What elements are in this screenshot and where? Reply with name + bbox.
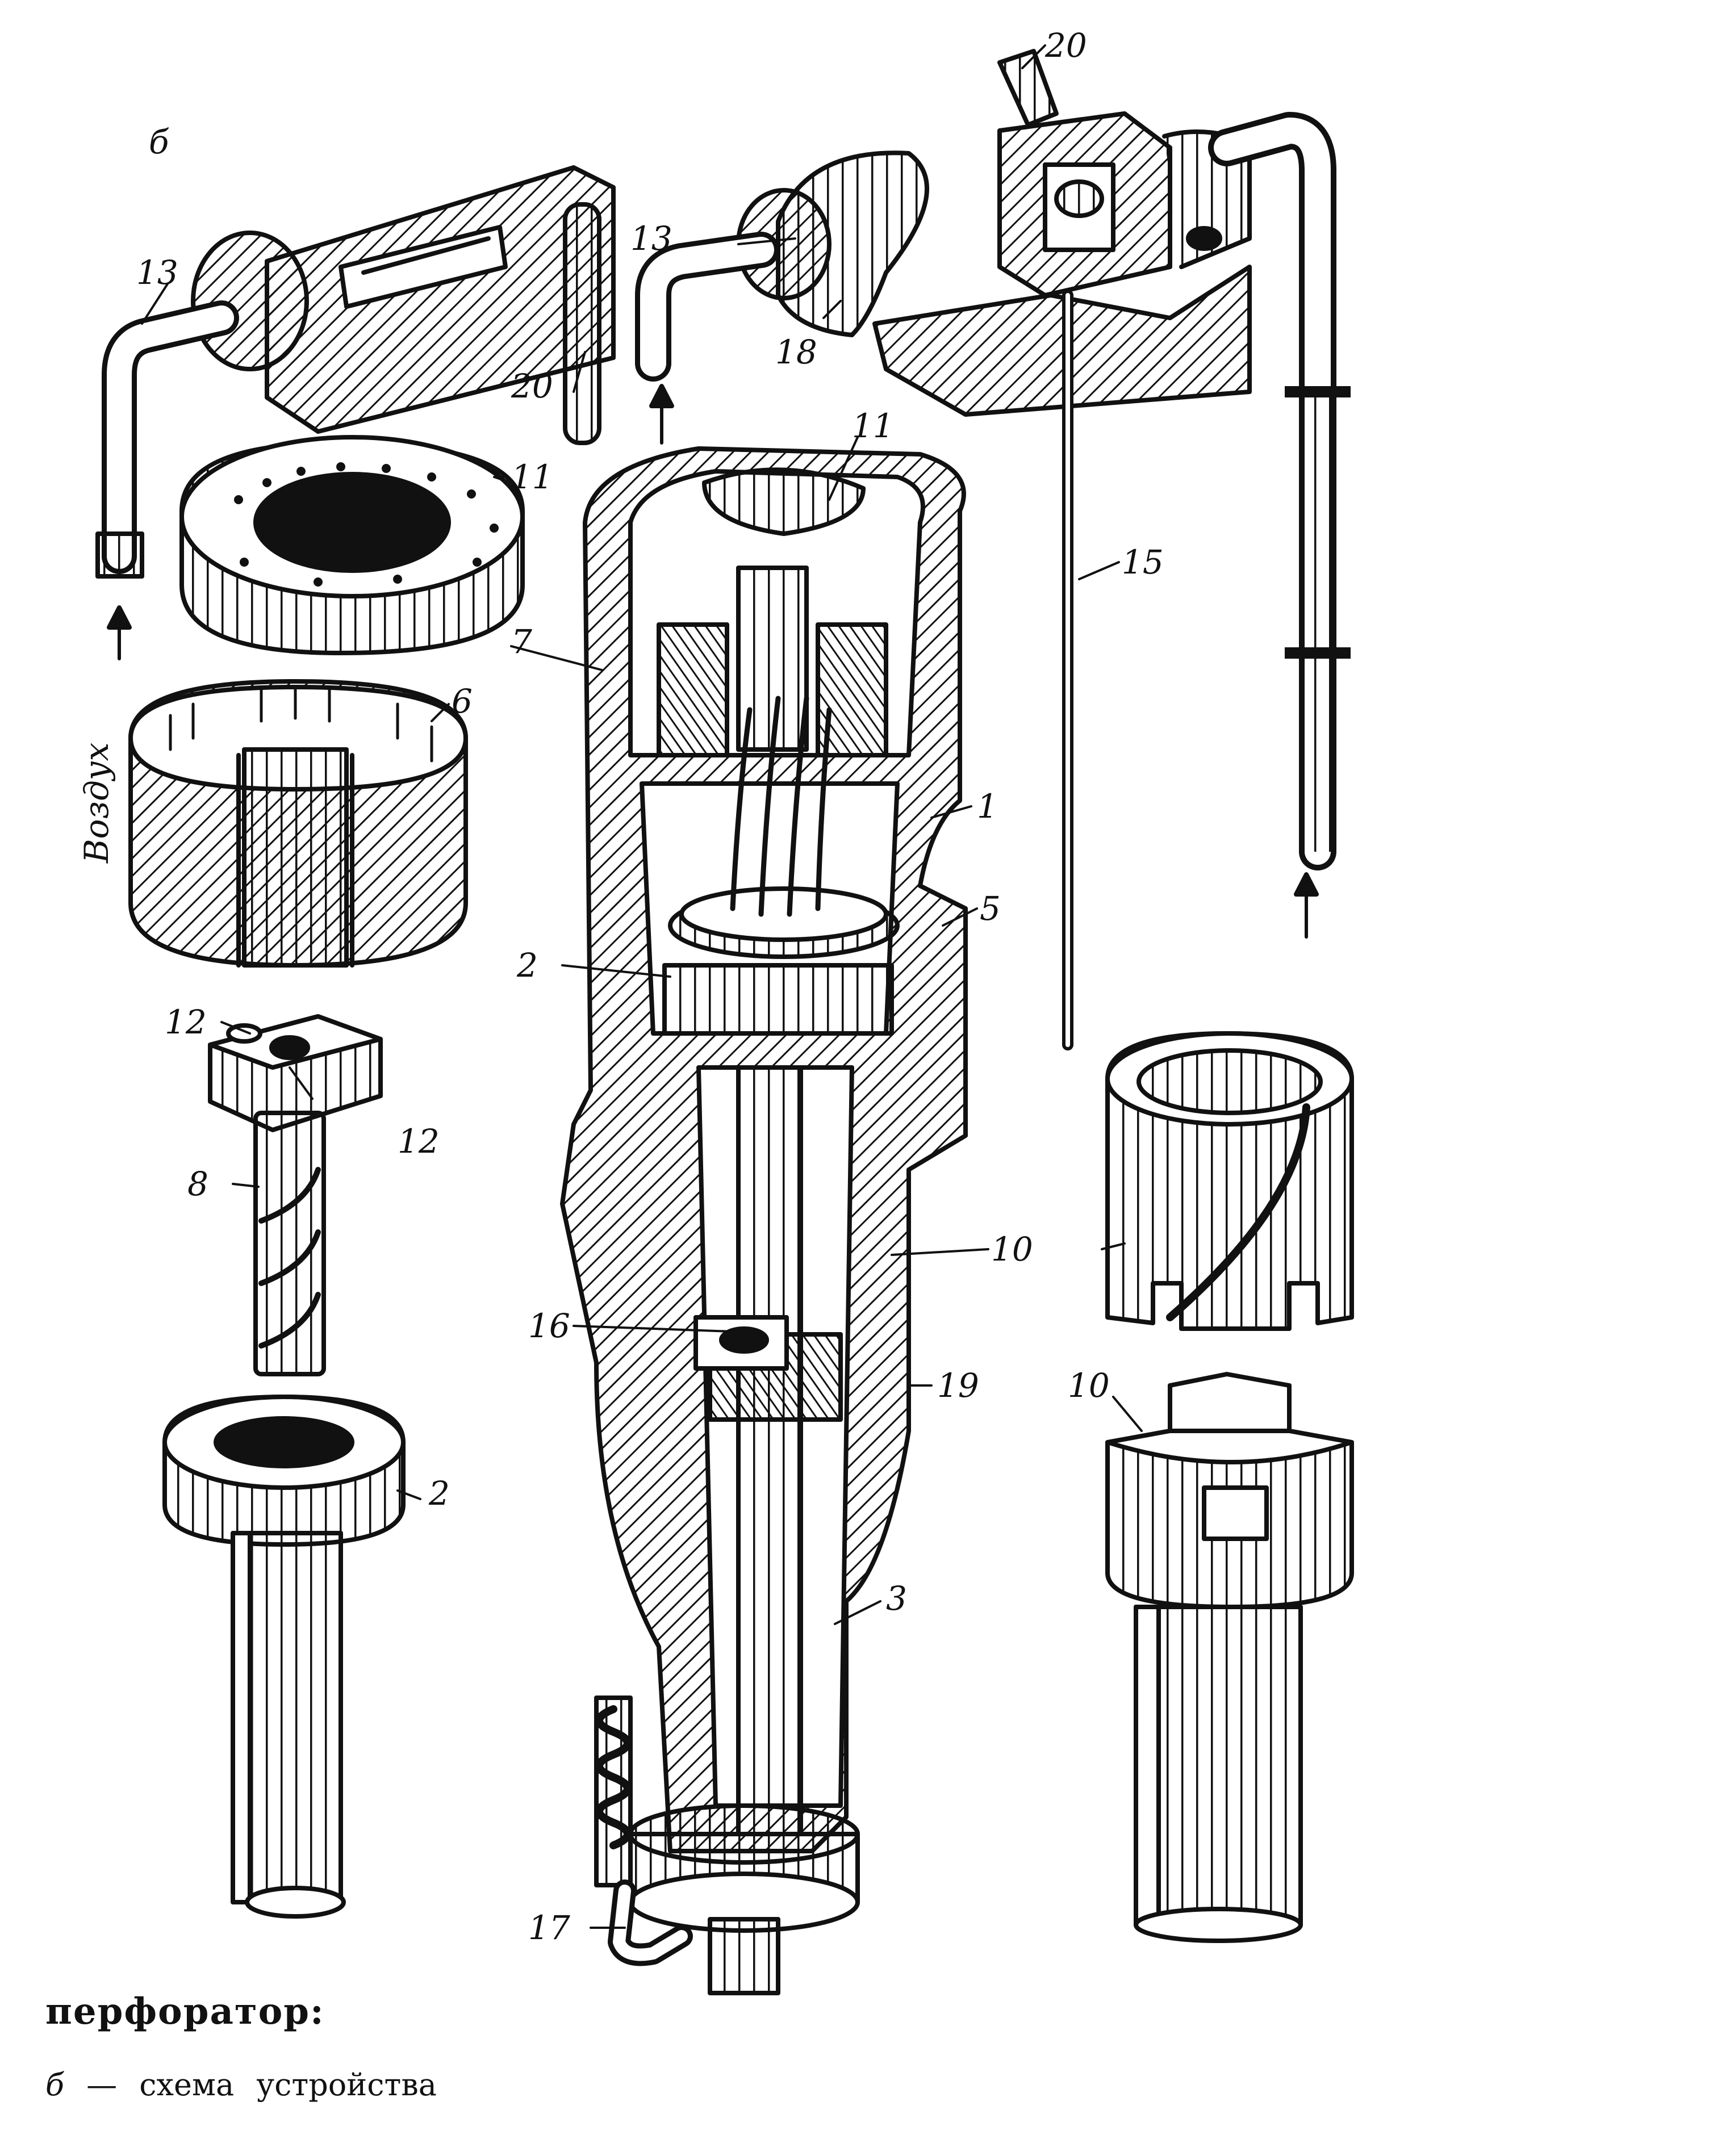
panel-letter: б	[149, 123, 169, 161]
label-12-bottom: 12	[398, 1122, 440, 1161]
label-5: 5	[980, 889, 1001, 928]
label-18: 18	[775, 333, 817, 371]
label-10-lower: 10	[1068, 1366, 1110, 1405]
caption-letter: б	[45, 2067, 64, 2103]
rotation-ring-11	[179, 435, 525, 655]
caption-subtitle: б — схема устройства	[45, 2067, 437, 2103]
label-20-left: 20	[511, 367, 553, 405]
label-17: 17	[528, 1908, 570, 1947]
label-1: 1	[977, 787, 998, 826]
label-3: 3	[886, 1579, 907, 1618]
inlet-valve-left	[191, 165, 616, 445]
label-16: 16	[528, 1307, 570, 1345]
rotation-sleeve-10-lower	[1105, 1372, 1354, 1943]
label-15: 15	[1122, 543, 1164, 581]
distributor-6	[128, 679, 468, 968]
air-pipe-13-right	[635, 232, 779, 445]
rotation-chuck-2	[162, 1395, 406, 1919]
label-11-body: 11	[852, 407, 894, 445]
air-pipe-13-left	[95, 300, 239, 660]
label-12-top: 12	[165, 1003, 207, 1041]
label-2-left: 2	[428, 1474, 450, 1513]
rifle-bar-8	[208, 1014, 383, 1376]
label-20-right: 20	[1044, 26, 1087, 65]
rotation-sleeve-10-upper	[1105, 1031, 1354, 1331]
label-6: 6	[452, 682, 473, 721]
leader-lines	[141, 44, 1143, 1929]
perforator-body	[560, 446, 968, 1853]
label-19: 19	[937, 1366, 979, 1405]
chuck-bushing-17	[594, 1696, 860, 1995]
caption-text: — схема устройства	[86, 2067, 437, 2103]
label-13-left: 13	[136, 253, 178, 292]
handle-head-right	[736, 49, 1252, 417]
label-2-body: 2	[516, 946, 538, 985]
label-7: 7	[511, 622, 532, 661]
label-8: 8	[187, 1165, 208, 1203]
exhaust-pipe-right	[1208, 112, 1351, 939]
label-11-left: 11	[511, 458, 553, 496]
label-10-body: 10	[991, 1230, 1033, 1269]
label-13-right: 13	[630, 219, 672, 258]
caption-title: перфоратор:	[45, 1990, 325, 2033]
air-label: Воздух	[77, 743, 116, 864]
